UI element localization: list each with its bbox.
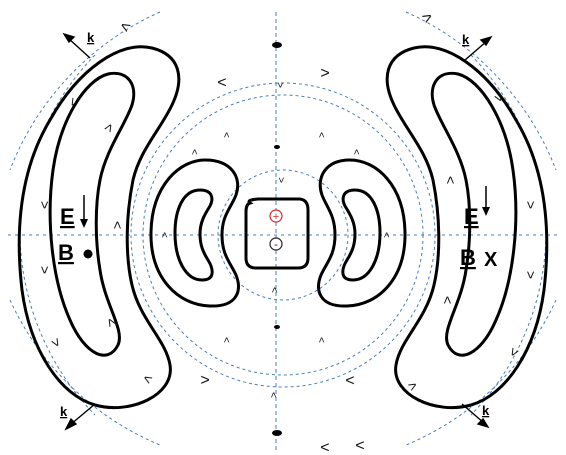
direction-arrow: > (37, 201, 53, 209)
axis-marker (274, 145, 280, 149)
direction-arrow: > (222, 132, 233, 138)
dipole-core-loop (244, 197, 310, 270)
field-vectors-right: E B X (460, 186, 498, 271)
direction-arrow: > (200, 372, 209, 389)
b-label-right: B (460, 245, 476, 270)
k-arrow-top-left (62, 32, 91, 59)
direction-arrow: > (275, 177, 286, 183)
direction-arrow: > (317, 337, 328, 343)
outer-loop-right-inner (430, 71, 518, 357)
axis-markers (272, 42, 282, 436)
e-arrowhead-left (80, 219, 88, 228)
direction-arrow: > (140, 370, 155, 388)
e-label-left: E (60, 204, 75, 229)
k-arrow-bottom-right (461, 403, 490, 429)
direction-arrow: > (505, 345, 523, 360)
direction-arrow: > (117, 16, 134, 35)
direction-arrow: > (442, 176, 458, 184)
wavefront-inner (217, 169, 349, 301)
b-label-left: B (58, 240, 74, 265)
negative-charge: - (269, 237, 283, 251)
k-label-bottom-left: k (60, 404, 68, 419)
direction-arrow: > (160, 232, 171, 238)
wavefront-far-right-bottom (405, 299, 557, 446)
direction-arrow: > (274, 82, 285, 88)
direction-arrow: > (355, 436, 364, 453)
direction-arrow: > (109, 221, 125, 229)
b-dot-left-icon (83, 249, 93, 259)
field-vectors-left: E B (58, 195, 93, 265)
k-label-bottom-right: k (482, 403, 490, 418)
direction-arrow: > (320, 65, 329, 82)
outer-field-loops (17, 45, 549, 410)
wavefront-outer-right-bottom (470, 234, 547, 416)
direction-arrow: > (439, 296, 455, 304)
direction-arrow: > (100, 120, 118, 135)
k-labels: k k k k (60, 30, 490, 419)
negative-charge-label: - (274, 239, 278, 251)
inner-loop-left-outer (149, 158, 240, 308)
inner-field-loops (149, 158, 407, 308)
k-arrow-top-right (464, 35, 493, 61)
direction-arrow: > (37, 266, 53, 274)
e-label-right: E (464, 204, 479, 229)
direction-arrow: > (382, 232, 393, 238)
positive-charge: + (269, 209, 283, 223)
outer-loop-right-outer (385, 45, 549, 410)
direction-arrow: > (419, 8, 436, 27)
inner-loop-right-outer (317, 158, 407, 308)
outer-loop-left-inner (48, 71, 136, 357)
direction-arrow: > (320, 438, 329, 455)
direction-arrow: > (523, 271, 539, 279)
direction-arrow: > (269, 392, 280, 398)
k-label-top-right: k (462, 32, 470, 47)
wavefront-far-left-bottom (9, 299, 161, 446)
e-arrowhead-right (482, 207, 490, 216)
axis-marker (272, 42, 282, 48)
outer-loop-left-outer (17, 45, 181, 410)
direction-arrow: > (345, 371, 354, 388)
direction-arrow: > (523, 201, 539, 209)
direction-arrow: > (222, 337, 233, 343)
k-label-top-left: k (87, 30, 95, 45)
direction-arrow: > (352, 149, 363, 155)
b-cross-right-icon: X (484, 249, 498, 271)
direction-arrow: > (190, 149, 201, 155)
direction-arrow: > (47, 335, 65, 350)
axis-marker (274, 325, 280, 329)
positive-charge-label: + (273, 211, 279, 223)
inner-loop-left-inner (173, 188, 214, 282)
inner-loop-right-inner (341, 188, 382, 282)
direction-arrow: > (270, 287, 281, 293)
direction-arrow: > (217, 73, 226, 90)
k-arrow-bottom-left (64, 403, 96, 431)
k-vectors (62, 32, 493, 431)
axis-marker (272, 430, 282, 436)
direction-arrow: > (317, 132, 328, 138)
